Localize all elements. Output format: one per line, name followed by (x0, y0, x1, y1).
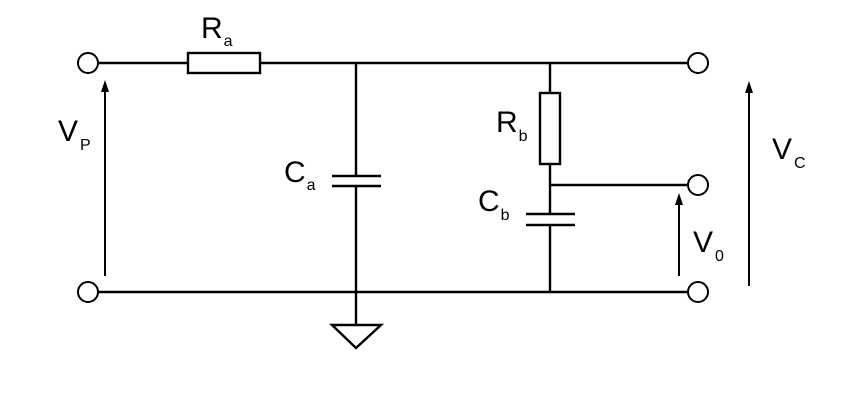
terminal-input-bottom (77, 281, 99, 303)
label-ca: Ca (284, 156, 316, 194)
ground-symbol (329, 323, 385, 350)
resistor-ra (186, 51, 262, 75)
vc-arrow-head (745, 81, 753, 93)
vp-arrow-head (101, 80, 109, 92)
resistor-rb (538, 91, 562, 166)
label-rb: Rb (496, 106, 528, 145)
label-cb: Cb (478, 185, 510, 224)
terminal-output-top (687, 52, 709, 74)
terminal-output-mid (687, 174, 709, 196)
terminal-input-top (77, 52, 99, 74)
label-ra: Ra (201, 12, 233, 50)
terminal-output-bottom (687, 281, 709, 303)
v0-arrow-head (675, 193, 683, 205)
